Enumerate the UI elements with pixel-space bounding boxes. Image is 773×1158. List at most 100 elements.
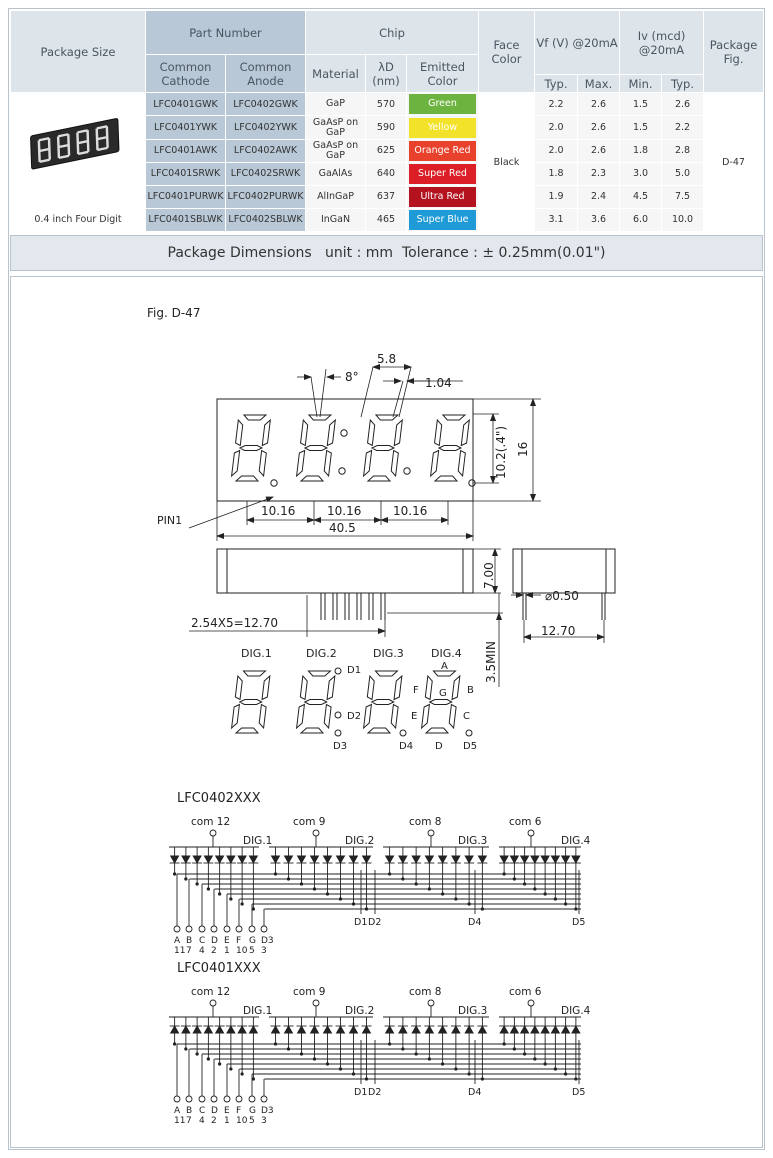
pin-letter: C [199, 936, 205, 946]
wavelength: 590 [365, 115, 407, 140]
vf-max: 2.6 [577, 92, 621, 117]
diode [477, 1025, 488, 1034]
cathode-part: LFC0401PURWK [145, 184, 226, 209]
dp-output-label: D4 [468, 917, 481, 928]
emitted-color-swatch: Orange Red [409, 140, 477, 161]
common-pin [312, 999, 320, 1007]
anode-part: LFC0402PURWK [225, 184, 306, 209]
wavelength: 465 [365, 207, 407, 233]
circuit-title: LFC0402XXX [177, 791, 261, 806]
pin-number: 5 [249, 1116, 255, 1126]
diode [192, 1025, 202, 1034]
front-dp-1 [270, 479, 278, 487]
diode [237, 855, 247, 864]
face-color-value: Black [478, 92, 536, 232]
package-drawing: Fig. D-47 [147, 306, 616, 1126]
diode [384, 855, 395, 864]
diode [270, 855, 281, 864]
dp-output-label: D5 [572, 917, 585, 928]
diode [169, 855, 180, 864]
dim-height: 16 [516, 442, 530, 457]
pinout-dp-3 [334, 729, 342, 737]
diode [424, 1025, 435, 1034]
pin-terminal [248, 1095, 256, 1103]
emitted-color-cell: Super Blue [405, 207, 480, 233]
pinout-dp-label: D1 [347, 665, 361, 676]
pinout-digit-3 [362, 670, 403, 734]
pin-number: 11 [174, 946, 185, 956]
diode [540, 855, 550, 864]
diode [248, 855, 259, 864]
drawing-area: Fig. D-47 [10, 276, 763, 1148]
diode [464, 855, 474, 864]
pin-terminal [210, 1095, 218, 1103]
pin-terminal [235, 1095, 243, 1103]
diode [181, 1025, 191, 1034]
diode [509, 855, 520, 864]
diode [499, 855, 509, 864]
header-part-number: Part Number [145, 9, 306, 56]
circuit-digit-label: DIG.3 [458, 1005, 487, 1017]
iv-typ: 7.5 [661, 184, 705, 209]
pin-terminal [248, 925, 256, 933]
iv-min: 4.5 [619, 184, 663, 209]
dp-output-label: D1 [354, 1087, 367, 1098]
dim-pitch-1: 10.16 [261, 504, 295, 518]
diode [214, 855, 225, 864]
pin-terminal [185, 1095, 193, 1103]
wavelength: 625 [365, 138, 407, 163]
circuit-digit-label: DIG.4 [561, 835, 591, 847]
header-common-cathode: Common Cathode [145, 54, 226, 94]
vf-typ: 1.8 [534, 161, 579, 186]
iv-typ: 2.8 [661, 138, 705, 163]
diode [560, 855, 571, 864]
emitted-color-swatch: Super Blue [409, 209, 477, 230]
diode [571, 855, 581, 864]
vf-typ: 2.0 [534, 138, 579, 163]
diode [550, 855, 561, 864]
vf-typ: 2.0 [534, 115, 579, 140]
chip-material: AlInGaP [305, 184, 366, 209]
pin-number: 2 [211, 1116, 217, 1126]
segment-label: D [435, 741, 443, 752]
dim-pin-length: 3.5MIN [484, 641, 498, 683]
anode-part: LFC0402SBLWK [225, 207, 306, 233]
diode [560, 1025, 571, 1034]
pin-number: 3 [261, 946, 267, 956]
vf-max: 2.3 [577, 161, 621, 186]
header-wavelength: λD (nm) [365, 54, 407, 94]
pin-number: 7 [186, 946, 192, 956]
diode [384, 1025, 395, 1034]
vf-max: 2.6 [577, 115, 621, 140]
diode [451, 855, 461, 864]
vf-typ: 2.2 [534, 92, 579, 117]
dp-output-label: D2 [368, 1087, 381, 1098]
diode [226, 1025, 236, 1034]
header-common-anode: Common Anode [225, 54, 306, 94]
cathode-part: LFC0401AWK [145, 138, 226, 163]
emitted-color-swatch: Ultra Red [409, 186, 477, 207]
emitted-color-cell: Super Red [405, 161, 480, 186]
front-view [188, 364, 541, 541]
diode [530, 1025, 540, 1034]
common-pin [209, 999, 217, 1007]
header-emitted-color: Emitted Color [405, 54, 480, 94]
pinout-dp-label: D4 [399, 741, 413, 752]
front-digit-3 [362, 414, 403, 482]
diode [550, 1025, 561, 1034]
dim-seg-width: 5.8 [377, 352, 396, 366]
pin-terminal [173, 1095, 181, 1103]
display-body-outline [216, 398, 474, 502]
pin-terminal [223, 925, 231, 933]
diode [530, 855, 540, 864]
header-iv-typ: Typ. [661, 74, 705, 94]
common-pin-label: com 9 [293, 816, 325, 828]
dim-length: 40.5 [329, 521, 356, 535]
chip-material: GaP [305, 92, 366, 117]
pin-letter: E [224, 1106, 230, 1116]
diode [296, 855, 307, 864]
